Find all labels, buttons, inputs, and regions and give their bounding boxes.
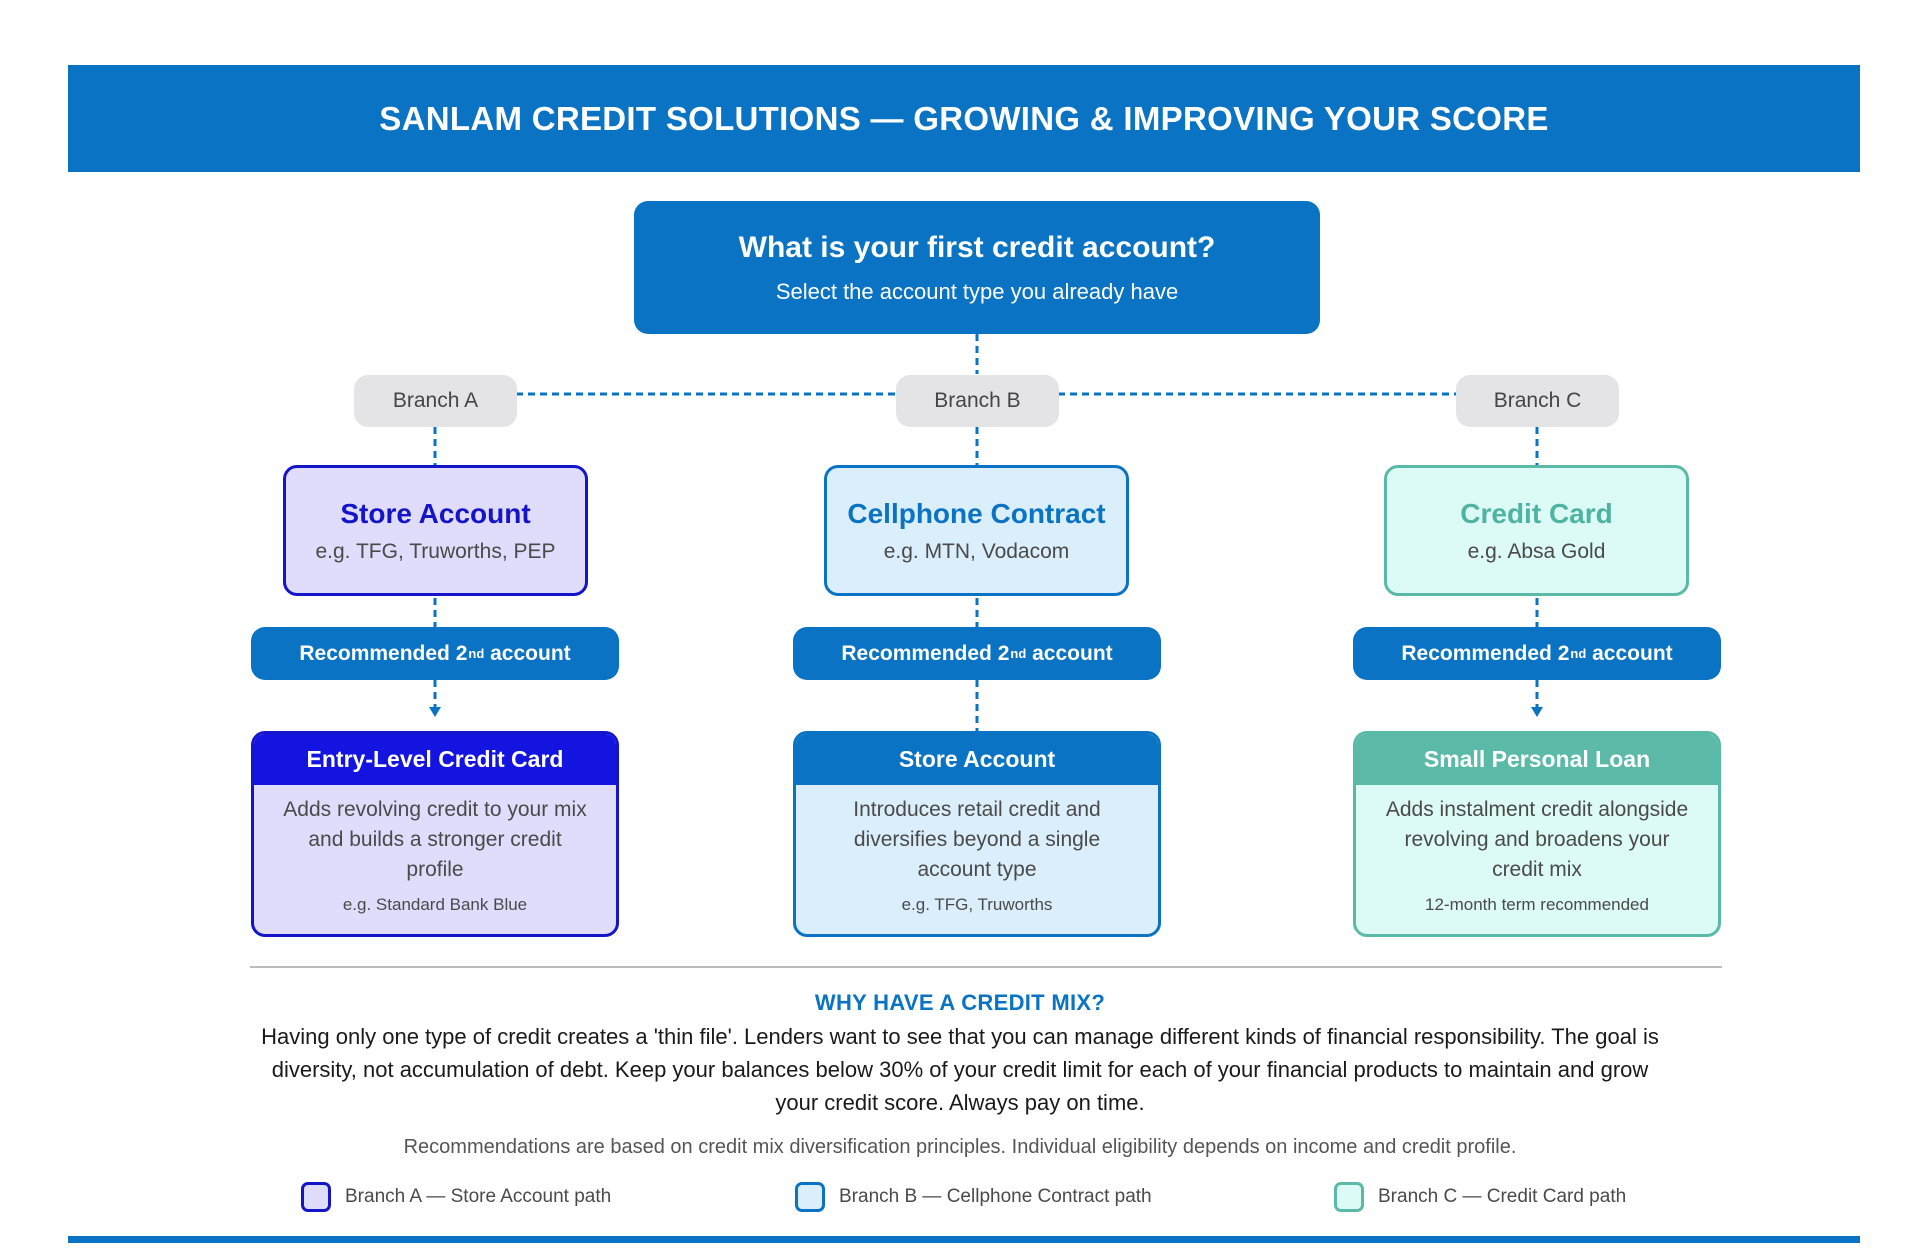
branch-c-card-example: 12-month term recommended: [1425, 895, 1649, 914]
branch-b-card-example: e.g. TFG, Truworths: [901, 895, 1053, 914]
footer-rule: [68, 1236, 1860, 1243]
branch-b-account-title: Cellphone Contract: [847, 497, 1106, 529]
arrow-head-c: [1531, 707, 1543, 717]
legend-swatch-branch-c: [1334, 1182, 1364, 1212]
legend-item-branch-b: Branch B — Cellphone Contract path: [795, 1180, 1152, 1214]
question-title: What is your first credit account?: [738, 230, 1216, 264]
branch-c-account-title: Credit Card: [1460, 497, 1613, 529]
branch-c-card-description: Adds instalment credit alongside revolvi…: [1385, 798, 1689, 881]
why-credit-mix-title: WHY HAVE A CREDIT MIX?: [814, 990, 1106, 1015]
disclaimer-footnote: Recommendations are based on credit mix …: [403, 1136, 1517, 1158]
branch-a-card-description: Adds revolving credit to your mix and bu…: [283, 798, 587, 881]
legend-label-branch-b: Branch B — Cellphone Contract path: [839, 1186, 1152, 1207]
legend-item-branch-c: Branch C — Credit Card path: [1334, 1180, 1626, 1214]
legend-label-branch-a: Branch A — Store Account path: [345, 1186, 612, 1207]
branch-c-account-example: e.g. Absa Gold: [1467, 539, 1606, 563]
branch-a-account-title: Store Account: [340, 497, 531, 529]
branch-b-card-title: Store Account: [796, 734, 1158, 785]
branch-a-account-example: e.g. TFG, Truworths, PEP: [315, 539, 556, 563]
branch-a-label: Branch A: [354, 375, 517, 427]
branch-c-label: Branch C: [1456, 375, 1619, 427]
why-credit-mix-body: Having only one type of credit creates a…: [261, 1024, 1659, 1115]
legend-swatch-branch-b: [795, 1182, 825, 1212]
first-account-question: What is your first credit account? Selec…: [634, 201, 1320, 334]
header-banner: SANLAM CREDIT SOLUTIONS — GROWING & IMPR…: [68, 65, 1860, 172]
legend-label-branch-c: Branch C — Credit Card path: [1378, 1186, 1627, 1207]
branch-a-card-example: e.g. Standard Bank Blue: [342, 895, 528, 914]
question-subtitle: Select the account type you already have: [775, 278, 1179, 304]
branch-c-account-box: Credit Card e.g. Absa Gold: [1384, 465, 1689, 596]
branch-a-account-box: Store Account e.g. TFG, Truworths, PEP: [283, 465, 588, 596]
branch-c-recommendation-card: Small Personal Loan Adds instalment cred…: [1353, 731, 1721, 937]
branch-b-recommendation-card: Store Account Introduces retail credit a…: [793, 731, 1161, 937]
branch-b-label: Branch B: [896, 375, 1059, 427]
branch-b-account-example: e.g. MTN, Vodacom: [883, 539, 1070, 563]
section-divider: [250, 966, 1722, 968]
legend-swatch-branch-a: [301, 1182, 331, 1212]
page-title: SANLAM CREDIT SOLUTIONS — GROWING & IMPR…: [379, 99, 1549, 137]
branch-b-account-box: Cellphone Contract e.g. MTN, Vodacom: [824, 465, 1129, 596]
branch-c-card-title: Small Personal Loan: [1356, 734, 1718, 785]
legend-item-branch-a: Branch A — Store Account path: [301, 1180, 611, 1214]
branch-a-card-title: Entry-Level Credit Card: [254, 734, 616, 785]
arrow-head-a: [429, 707, 441, 717]
branch-b-card-description: Introduces retail credit and diversifies…: [853, 798, 1101, 881]
branch-a-recommendation-card: Entry-Level Credit Card Adds revolving c…: [251, 731, 619, 937]
